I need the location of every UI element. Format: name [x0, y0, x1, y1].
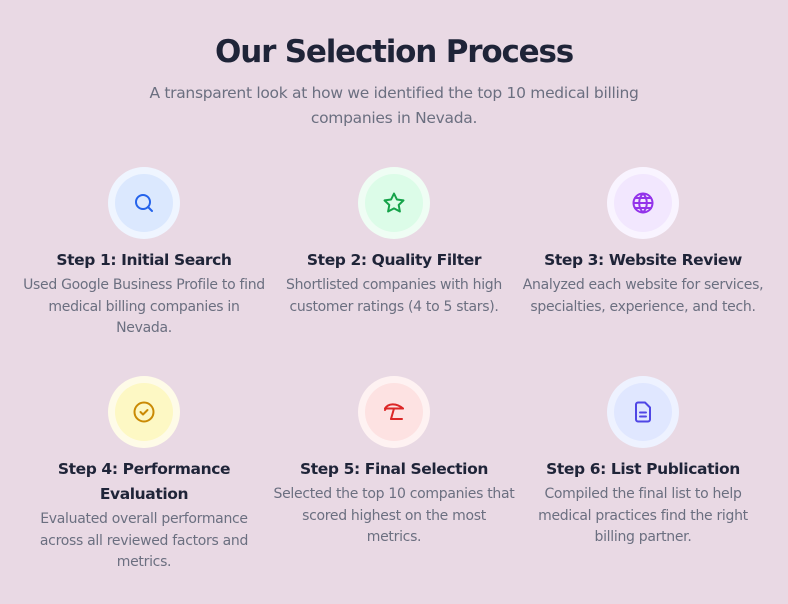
step-card-5: Step 5: Final Selection Selected the top… — [269, 376, 519, 549]
icon-badge — [115, 383, 173, 441]
step-card-4: Step 4: Performance Evaluation Evaluated… — [19, 376, 269, 574]
step-card-3: Step 3: Website Review Analyzed each web… — [518, 167, 768, 318]
step-title: Step 5: Final Selection — [300, 460, 488, 478]
step-card-1: Step 1: Initial Search Used Google Busin… — [19, 167, 269, 340]
check-circle-icon — [133, 401, 155, 423]
icon-ring — [108, 167, 180, 239]
icon-badge — [614, 383, 672, 441]
step-description: Shortlisted companies with high customer… — [286, 277, 502, 315]
step-title: Step 2: Quality Filter — [306, 251, 482, 269]
step-description: Evaluated overall performance across all… — [39, 511, 249, 570]
search-icon — [135, 194, 153, 212]
icon-badge — [614, 174, 672, 232]
icon-ring — [358, 167, 430, 239]
umbrella-icon — [384, 403, 404, 420]
section-title: Our Selection Process — [215, 34, 574, 70]
icon-ring — [108, 376, 180, 448]
file-text-icon — [635, 401, 651, 423]
step-card-2: Step 2: Quality Filter Shortlisted compa… — [269, 167, 519, 318]
icon-ring — [358, 376, 430, 448]
globe-icon — [632, 192, 654, 214]
icon-badge — [115, 174, 173, 232]
icon-badge — [365, 383, 423, 441]
step-card-6: Step 6: List Publication Compiled the fi… — [518, 376, 768, 549]
star-icon — [383, 192, 405, 213]
step-title: Step 1: Initial Search — [56, 251, 232, 269]
step-description: Selected the top 10 companies that score… — [273, 486, 515, 545]
icon-badge — [365, 174, 423, 232]
step-title: Step 6: List Publication — [546, 460, 740, 478]
step-title: Step 4: Performance Evaluation — [57, 460, 231, 503]
step-description: Compiled the final list to help medical … — [538, 486, 748, 545]
section-subtitle: A transparent look at how we identified … — [149, 84, 639, 127]
step-description: Analyzed each website for services, spec… — [522, 277, 764, 315]
icon-ring — [607, 376, 679, 448]
step-title: Step 3: Website Review — [544, 251, 742, 269]
step-description: Used Google Business Profile to find med… — [23, 277, 265, 336]
icon-ring — [607, 167, 679, 239]
